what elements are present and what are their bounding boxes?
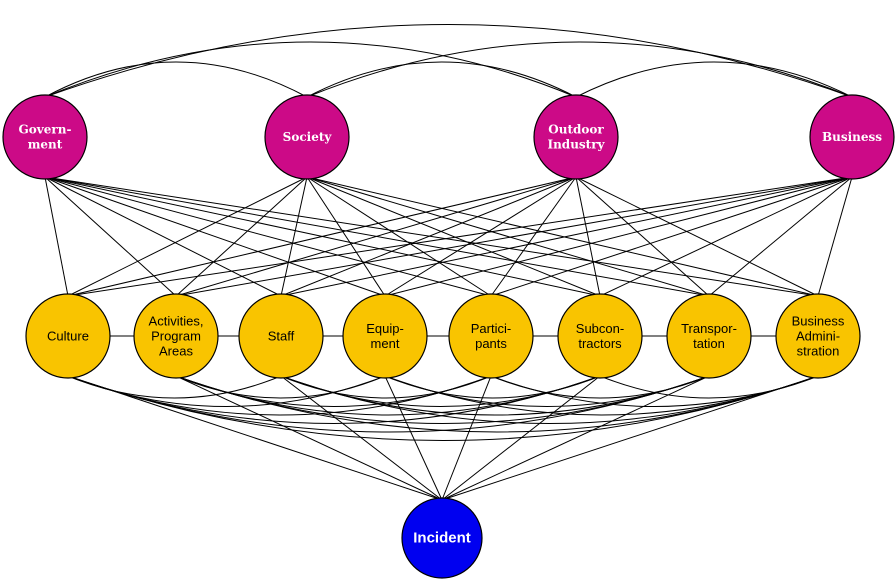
edge-top-arc [306,41,853,98]
edge-top-mid [280,176,308,297]
edges-layer [44,24,853,501]
edge-top-mid [575,176,819,297]
node-label: ment [28,138,63,152]
node-circle [264,94,350,180]
node-business: Business [809,94,895,180]
node-label: Outdoor [548,123,604,137]
node-label: Business [822,130,882,144]
edge-top-mid [384,176,577,297]
edge-top-mid [280,176,577,297]
node-circle [133,293,219,379]
node-label: Society [283,130,333,144]
node-label: Program [151,329,201,344]
edge-top-mid [175,176,577,297]
edge-top-mid [44,176,386,297]
edge-top-mid [708,176,853,297]
edge-mid-arc [599,375,819,399]
edge-top-arc [306,61,577,98]
node-circle [557,293,643,379]
node-circle [25,293,111,379]
node-staff: Staff [238,293,324,379]
edge-top-mid [175,176,853,297]
node-label: tractors [578,336,622,351]
node-label: Admini- [796,329,840,344]
edge-mid-incident [384,375,443,501]
node-label: Areas [159,344,193,359]
node-circle [2,94,88,180]
node-label: Incident [413,530,471,547]
edge-top-arc [44,24,853,98]
edge-top-mid [175,176,308,297]
node-government: Govern-ment [2,94,88,180]
node-equipment: Equip-ment [342,293,428,379]
node-society: Society [264,94,350,180]
edge-top-arc [44,61,308,98]
node-subcontractors: Subcon-tractors [557,293,643,379]
edge-top-mid [306,176,386,297]
edge-top-arc [575,61,853,98]
node-label: ment [371,336,400,351]
node-label: Govern- [19,123,72,137]
edge-mid-incident [280,375,443,501]
node-participants: Partici-pants [448,293,534,379]
node-circle [809,94,895,180]
edge-top-mid [280,176,853,297]
edge-top-arc [44,41,577,98]
node-label: Partici- [471,321,511,336]
edge-top-mid [44,176,819,297]
node-label: Subcon- [576,321,624,336]
edge-top-mid [384,176,853,297]
node-label: Culture [47,329,89,344]
node-label: Business [792,314,845,329]
edge-mid-incident [441,375,492,501]
node-circle [342,293,428,379]
node-label: pants [475,336,507,351]
edge-top-mid [575,176,710,297]
nodes-layer: Govern-mentSocietyOutdoorIndustryBusines… [2,94,895,579]
edge-top-mid [67,176,308,297]
edge-top-mid [817,176,853,297]
edge-top-mid [306,176,492,297]
node-label: Activities, [149,314,204,329]
node-transportation: Transpor-tation [666,293,752,379]
node-circle [533,94,619,180]
edge-top-mid [44,176,492,297]
node-circle [666,293,752,379]
node-culture: Culture [25,293,111,379]
node-label: Staff [268,329,295,344]
edge-mid-incident [441,375,710,501]
node-label: Transpor- [681,321,737,336]
edge-mid-incident [441,375,601,501]
node-circle [401,497,483,579]
edge-top-mid [306,176,819,297]
edge-mid-incident [67,375,443,501]
node-circle [238,293,324,379]
edge-top-mid [599,176,853,297]
node-circle [448,293,534,379]
node-label: tation [693,336,725,351]
edge-top-mid [67,176,577,297]
node-incident: Incident [401,497,483,579]
edge-top-mid [490,176,853,297]
node-label: stration [797,344,840,359]
edge-top-mid [67,176,853,297]
edge-top-mid [44,176,69,297]
node-circle [775,293,861,379]
edge-top-mid [490,176,577,297]
node-label: Industry [547,138,605,152]
edge-top-mid [575,176,601,297]
edge-mid-incident [175,375,443,501]
node-label: Equip- [366,321,404,336]
edge-mid-incident [441,375,819,501]
